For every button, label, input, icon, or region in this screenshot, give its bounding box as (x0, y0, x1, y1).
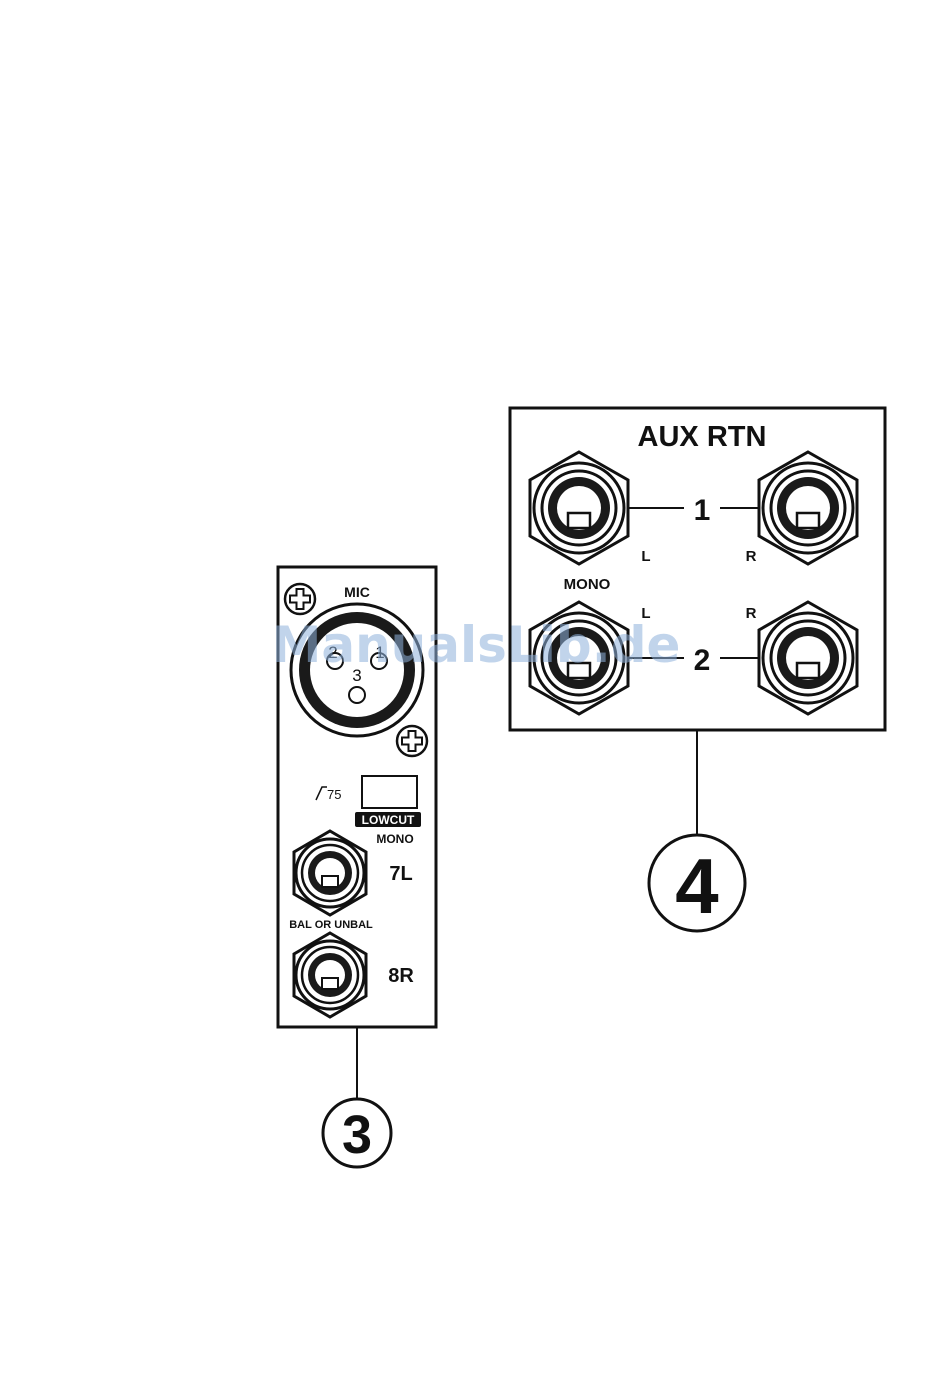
screw-top-left (285, 584, 315, 614)
mono-label-left: MONO (376, 832, 413, 846)
aux-mono-label: MONO (564, 576, 611, 593)
aux-2-right-label: R (746, 605, 757, 622)
pair-2-label: 2 (694, 644, 711, 677)
jack-7l-label: 7L (389, 863, 412, 885)
callout-3-number: 3 (342, 1105, 372, 1165)
jack-8r-label: 8R (388, 965, 414, 987)
screw-bottom-right (397, 726, 427, 756)
mic-label: MIC (344, 584, 370, 600)
watermark: ManualsLib.de (272, 616, 681, 674)
bal-or-unbal-label: BAL OR UNBAL (289, 919, 373, 931)
lowcut-label: LOWCUT (362, 813, 415, 827)
aux-rtn-title: AUX RTN (638, 421, 767, 453)
pair-1-label: 1 (694, 494, 711, 527)
aux-1-right-label: R (746, 548, 757, 565)
aux-1-left-label: L (641, 548, 650, 565)
callout-4-number: 4 (675, 842, 718, 930)
lowcut-frequency-label: 75 (327, 787, 341, 802)
lowcut-switch[interactable] (362, 776, 417, 808)
